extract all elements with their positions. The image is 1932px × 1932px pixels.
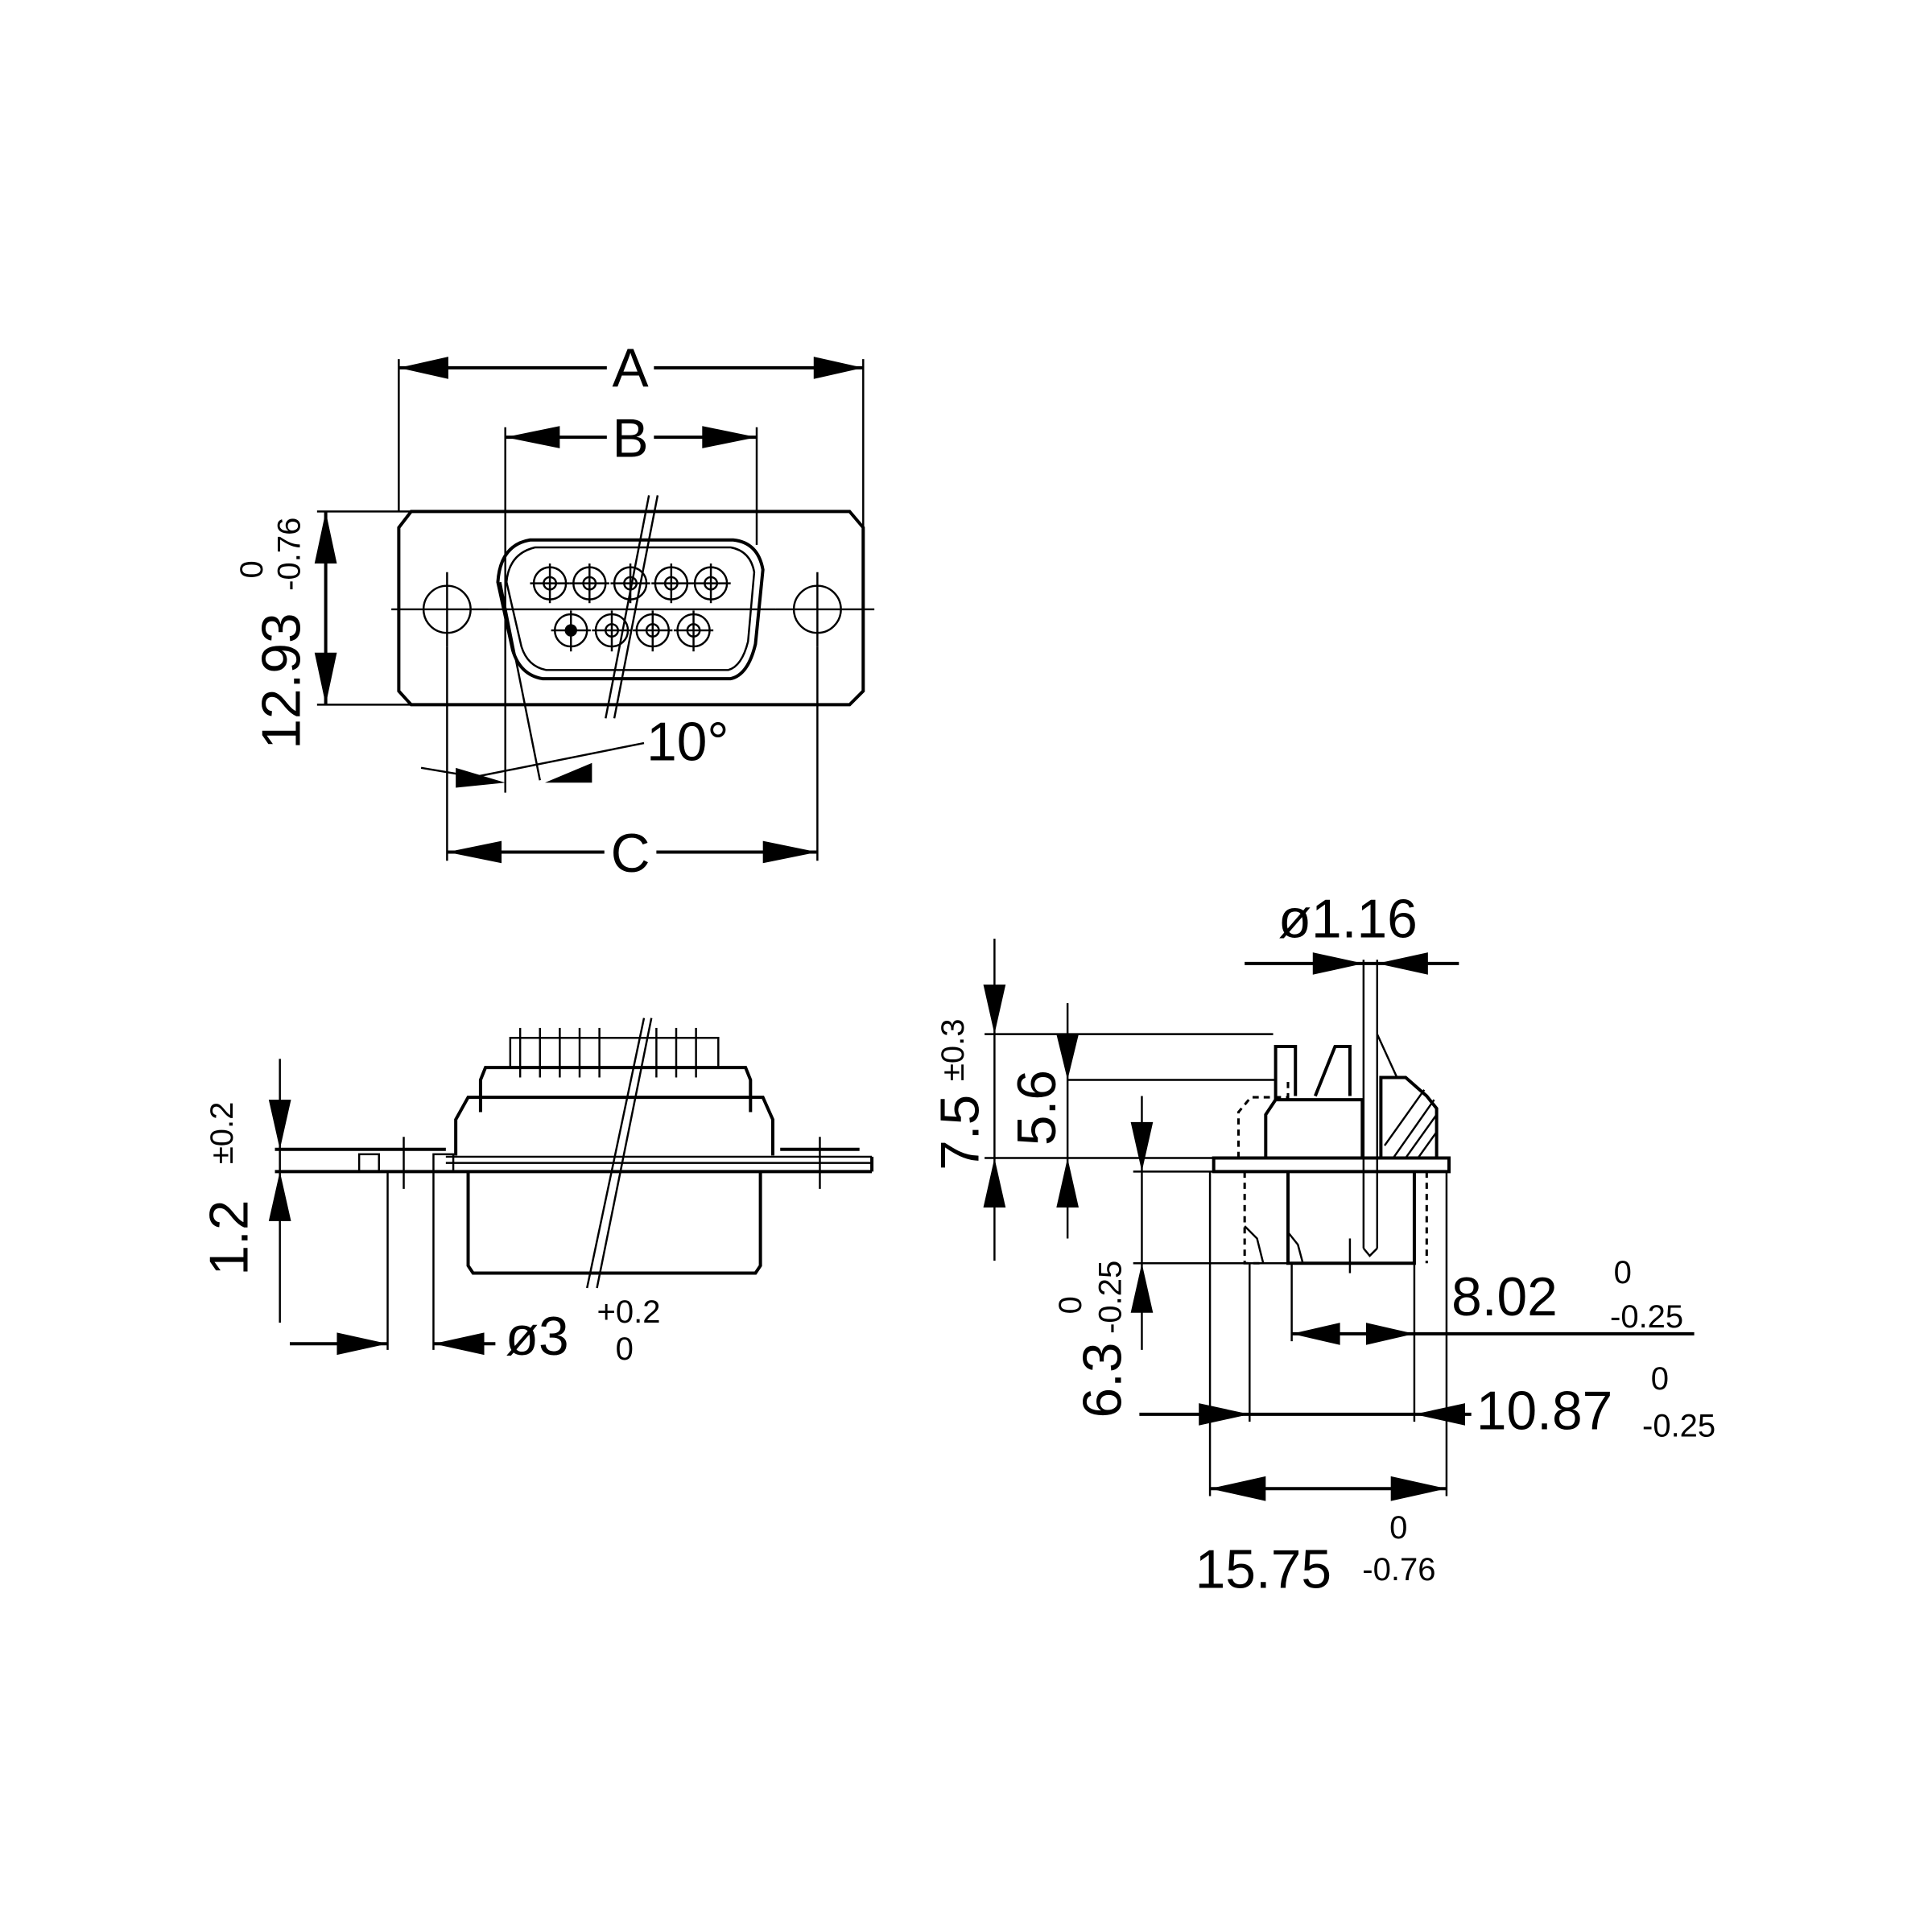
body-upper-right: [1264, 1098, 1364, 1158]
hole-dia-tol-lower: 0: [616, 1331, 634, 1367]
lower-height-tol-upper: 0: [1053, 1296, 1088, 1314]
shell-inner: [505, 546, 756, 671]
shell-outer: [496, 538, 765, 681]
dim-a-label: A: [612, 338, 649, 398]
dim-1087-value: 10.87: [1476, 1381, 1612, 1441]
dim-1087-tol-upper: 0: [1651, 1361, 1669, 1397]
dim-802-tol-lower: -0.25: [1610, 1299, 1683, 1335]
height-value: 12.93: [251, 613, 312, 749]
dim-1087-tol-lower: -0.25: [1642, 1409, 1715, 1444]
hatched-contact: [1379, 1075, 1439, 1160]
flange-outline: [397, 510, 865, 707]
lower-height-tol-lower: -0.25: [1092, 1261, 1128, 1334]
upper-height-value: 5.6: [1007, 1070, 1067, 1146]
flange-thickness-value: 1.2: [200, 1200, 260, 1276]
pin-hook-1: [1274, 1045, 1298, 1100]
lower-body: [466, 1171, 762, 1275]
front-view: A B C 12.: [234, 338, 875, 884]
dim-1575-tol-lower: -0.76: [1362, 1552, 1435, 1587]
shell-upper: [454, 1096, 774, 1156]
dimension-pin-diameter: ø1.16: [1245, 890, 1459, 975]
mounting-hole-right: [775, 572, 875, 647]
side-view-left: 1.2 ±0.2 ø3 +0.2 0: [200, 1018, 874, 1367]
upper-body: [478, 1066, 753, 1113]
dim-c-label: C: [611, 824, 650, 884]
dim-802-value: 8.02: [1451, 1267, 1558, 1327]
dim-802-tol-upper: 0: [1614, 1255, 1632, 1290]
dimension-height: 12.93 0 -0.76: [234, 510, 411, 749]
dimension-a: A: [398, 338, 865, 528]
flange-side: [275, 1137, 874, 1189]
pins-bottom-row: [551, 610, 714, 652]
flange-right: [1212, 1156, 1451, 1174]
dimension-c: C: [446, 646, 819, 884]
pin-dia-label: ø1.16: [1278, 890, 1418, 950]
angle-dimension: 10°: [420, 581, 729, 788]
dimension-b: B: [504, 409, 758, 793]
pin-hook-2: [1313, 1045, 1352, 1097]
break-lines: [605, 495, 659, 719]
dimension-upper-height: 5.6: [1007, 1003, 1276, 1239]
contact-pin: [1362, 960, 1398, 1257]
dimension-15-75: 15.75 0 -0.76: [1195, 1476, 1447, 1600]
pin-tips: [509, 1037, 720, 1069]
dimension-10-87: 10.87 0 -0.25: [1139, 1171, 1715, 1496]
dimension-hole-diameter: ø3 +0.2 0: [290, 1171, 661, 1367]
lower-height-value: 6.3: [1072, 1342, 1133, 1418]
side-view-right: ø1.16 7.5 ±0.3 5.6: [930, 890, 1715, 1600]
total-height-value: 7.5: [930, 1095, 990, 1170]
dim-1575-tol-upper: 0: [1389, 1510, 1407, 1546]
break-line: [586, 1018, 646, 1289]
hidden-outline: [1236, 1077, 1290, 1158]
pins-top-row: [530, 564, 731, 604]
dimension-8-02: 8.02 0 -0.25: [1290, 1255, 1695, 1345]
lower-body-right: [1286, 1171, 1416, 1265]
dim-b-label: B: [612, 409, 648, 469]
hole-dia-tol-upper: +0.2: [597, 1294, 661, 1330]
height-tol-lower: -0.76: [271, 518, 307, 591]
total-height-tol: ±0.3: [935, 1019, 971, 1082]
dimension-flange-thickness: 1.2 ±0.2: [200, 1059, 291, 1323]
flange-thickness-tol: ±0.2: [204, 1102, 240, 1165]
dim-1575-value: 15.75: [1195, 1539, 1331, 1600]
hole-dia-value: ø3: [506, 1307, 569, 1367]
mounting-hole-left: [391, 572, 489, 647]
dimension-total-height: 7.5 ±0.3: [930, 939, 1274, 1261]
angle-label: 10°: [646, 712, 729, 773]
dimension-lower-height: 6.3 0 -0.25: [1053, 1096, 1288, 1418]
height-tol-upper: 0: [234, 560, 270, 578]
